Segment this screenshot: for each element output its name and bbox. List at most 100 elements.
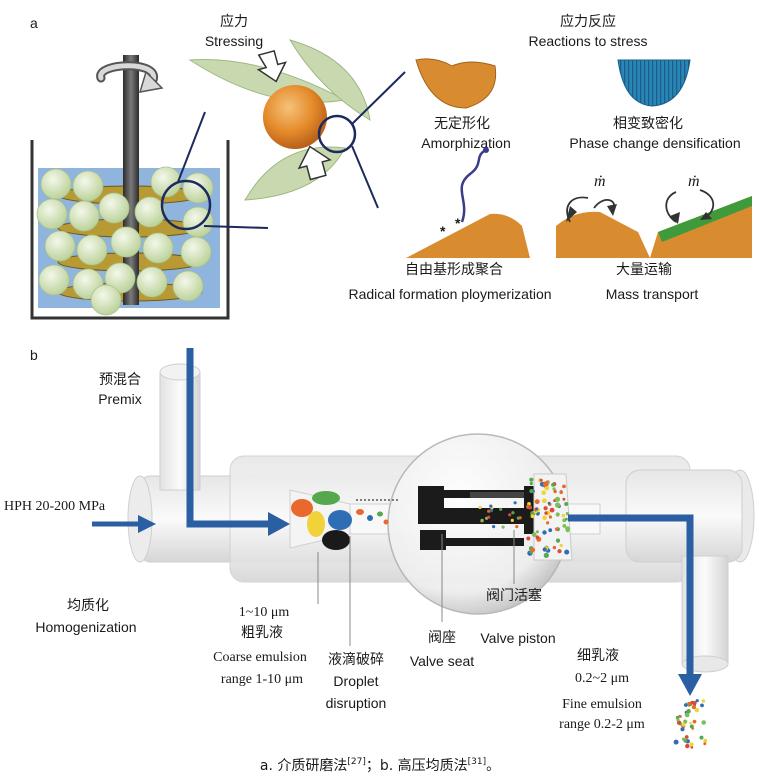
homogenization-label-cn: 均质化 (67, 598, 109, 614)
fine-droplet (480, 518, 484, 523)
panel-b-letter: b (30, 347, 38, 363)
grinding-ball (142, 232, 174, 264)
fine-droplet (546, 521, 550, 525)
mass-flux-label-right: ṁ (688, 173, 700, 190)
fine-range-en: range 0.2-2 μm (559, 717, 645, 732)
fine-droplets-in-valve (478, 477, 571, 559)
fine-droplet (542, 498, 547, 504)
valve-assembly (418, 473, 573, 561)
grinding-ball (36, 198, 68, 230)
grinding-ball (110, 226, 142, 258)
fine-droplet (701, 720, 706, 725)
valve-seat-label-en: Valve seat (410, 653, 474, 669)
zoom-circle-particle (317, 114, 357, 154)
grinding-ball (172, 270, 204, 302)
mass-flux-label-left: ṁ (594, 173, 606, 190)
grinding-ball (44, 230, 76, 262)
coarse-range-label: 1~10 μm (239, 605, 290, 620)
fine-droplet (564, 549, 570, 555)
fine-emulsion-output (673, 699, 708, 749)
fine-droplet (530, 547, 536, 553)
coarse-label-en: Coarse emulsion (213, 650, 307, 665)
premix-label-en: Premix (98, 391, 142, 407)
fine-droplet (673, 739, 679, 745)
fine-droplet (689, 721, 692, 725)
fine-droplet (541, 490, 546, 496)
fine-droplet (547, 501, 551, 505)
grinding-ball (90, 284, 122, 316)
fine-droplet (686, 709, 691, 714)
mass-transport-illustration (556, 189, 752, 258)
fine-droplet (478, 505, 482, 510)
flow-path-arrow (186, 348, 270, 528)
fine-label-cn: 细乳液 (577, 648, 619, 664)
phase-change-label-cn: 相变致密化 (613, 115, 683, 132)
coarse-droplets (291, 491, 398, 550)
grinding-ball (104, 262, 136, 294)
fine-droplet (701, 699, 706, 703)
fine-droplet (551, 483, 555, 487)
stress-arrow-top (256, 50, 287, 83)
fine-droplet (542, 481, 549, 487)
fine-droplet (684, 703, 688, 707)
fine-droplet (554, 496, 561, 502)
fine-droplet (501, 525, 505, 529)
droplet-label-en2: disruption (326, 695, 387, 711)
amorphization-particle (415, 58, 497, 109)
grinding-ball (134, 196, 166, 228)
fine-droplet (561, 514, 566, 518)
fine-droplet (539, 478, 543, 482)
fine-droplet (557, 549, 562, 554)
fine-droplet (559, 543, 563, 548)
fine-droplet (531, 532, 537, 537)
mass-transport-label-cn: 大量运输 (616, 262, 672, 278)
fine-droplet (529, 481, 533, 486)
fine-droplet (543, 506, 548, 511)
fine-droplet (680, 727, 685, 732)
stressing-label-cn: 应力 (220, 13, 248, 30)
fine-droplet (513, 501, 517, 505)
fine-droplet (562, 497, 566, 501)
fine-droplet (535, 507, 539, 511)
valve-piston-label-en: Valve piston (480, 630, 555, 646)
fine-droplet (515, 525, 519, 529)
fine-droplet (518, 516, 522, 520)
fine-droplet (529, 489, 534, 494)
fine-droplet (552, 487, 556, 491)
fine-droplet (548, 515, 553, 519)
panel-a-letter: a (30, 15, 38, 31)
fine-droplet (684, 735, 689, 739)
fine-droplet (489, 504, 493, 508)
fine-droplet (499, 507, 503, 511)
fine-droplet (489, 509, 493, 513)
phase-change-particle (617, 59, 691, 107)
grinding-ball (76, 234, 108, 266)
grinding-ball (136, 266, 168, 298)
homogenization-label-en: Homogenization (35, 619, 136, 635)
fine-droplet (549, 507, 555, 513)
premix-label-cn: 预混合 (99, 372, 141, 388)
fine-droplet (535, 535, 540, 539)
fine-droplet (543, 552, 549, 559)
fine-droplet (695, 699, 699, 703)
stressing-label-en: Stressing (205, 33, 263, 49)
fine-droplet (565, 517, 568, 521)
fine-label-en: Fine emulsion (562, 697, 642, 712)
phase-change-label-en: Phase change densification (569, 135, 740, 151)
radical-label-en: Radical formation ploymerization (348, 286, 551, 302)
fine-droplet (700, 703, 704, 708)
droplet-label-en1: Droplet (333, 673, 378, 689)
fine-droplet (544, 511, 548, 515)
fine-droplet (679, 715, 682, 718)
svg-text:*: * (455, 215, 461, 231)
fine-droplet (487, 509, 491, 513)
fine-droplet (555, 502, 561, 508)
pressure-label: HPH 20-200 MPa (4, 499, 106, 514)
coarse-label-cn: 粗乳液 (241, 625, 283, 641)
radical-label-cn: 自由基形成聚合 (405, 261, 503, 278)
grinding-ball (72, 170, 104, 202)
fine-droplet (528, 505, 533, 510)
grinding-ball (180, 236, 212, 268)
fine-droplet (529, 477, 534, 482)
grinding-media-balls (36, 166, 214, 316)
